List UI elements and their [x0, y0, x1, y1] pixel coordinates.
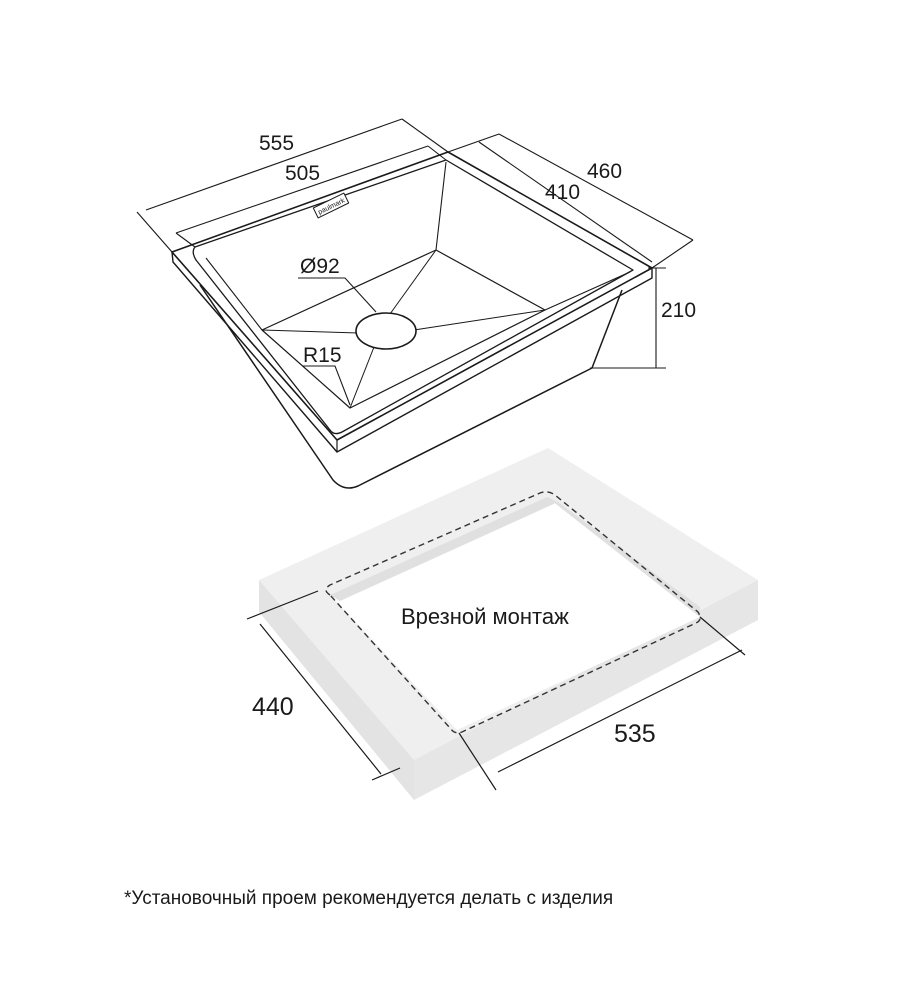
footnote: *Установочный проем рекомендуется делать… [124, 888, 614, 909]
sink-dimension-lines [136, 118, 694, 406]
sink-corner-edge [544, 271, 631, 311]
countertop [259, 448, 758, 800]
dim-outer-width: 460 [587, 160, 622, 183]
dim-inner-length: 505 [285, 162, 320, 185]
cutout-width-dim: 440 [252, 693, 294, 721]
sink-inner-rim [192, 159, 634, 435]
dim-depth: 210 [661, 299, 696, 322]
dim-outer-length: 555 [259, 132, 294, 155]
countertop-left-face [259, 580, 414, 800]
cutout-dimension-lines [246, 590, 746, 791]
brand-plate [312, 192, 350, 219]
countertop-right-face [414, 580, 758, 800]
sink-body-outline [199, 284, 623, 489]
dim-inner-width: 410 [545, 181, 580, 204]
sink-drawing [171, 151, 653, 489]
sink-corner-edge [435, 161, 447, 251]
cutout-inner-wall-back [330, 497, 558, 601]
cutout-inner-wall-right [547, 497, 700, 617]
cutout-length-dim: 535 [614, 720, 656, 748]
sink-flange-edge [171, 251, 653, 453]
sink-slope-lines [261, 249, 546, 409]
dim-corner-radius: R15 [303, 344, 342, 367]
sink-corner-edge [205, 257, 263, 331]
dim-drain-diameter: Ø92 [300, 255, 340, 278]
drain-hole [355, 312, 417, 350]
cutout-label: Врезной монтаж [401, 604, 569, 629]
cutout-dashed-outline [325, 491, 701, 734]
